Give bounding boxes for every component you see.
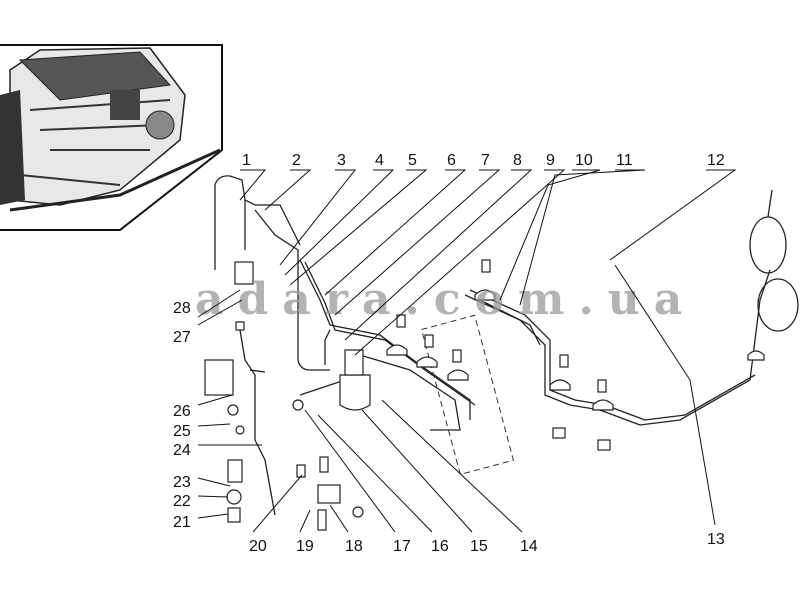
watermark: adara.com.ua bbox=[195, 274, 696, 325]
callout-7: 7 bbox=[481, 152, 490, 169]
callout-27: 27 bbox=[173, 329, 191, 346]
callout-15: 15 bbox=[470, 538, 488, 555]
fuel-tubes bbox=[214, 175, 799, 516]
parts bbox=[204, 259, 765, 531]
callout-13: 13 bbox=[707, 531, 725, 548]
leader-lines bbox=[197, 169, 737, 533]
callout-5: 5 bbox=[408, 152, 417, 169]
callout-24: 24 bbox=[173, 442, 191, 459]
callout-23: 23 bbox=[173, 474, 191, 491]
bolts bbox=[235, 259, 607, 393]
callout-11: 11 bbox=[616, 152, 633, 169]
callout-3: 3 bbox=[337, 152, 346, 169]
callout-22: 22 bbox=[173, 493, 191, 510]
callout-labels: 1 2 3 4 5 6 7 8 9 10 11 12 13 14 15 16 1… bbox=[173, 152, 725, 555]
callout-10: 10 bbox=[575, 152, 593, 169]
callout-4: 4 bbox=[375, 152, 384, 169]
callout-8: 8 bbox=[513, 152, 522, 169]
callout-25: 25 bbox=[173, 423, 191, 440]
callout-6: 6 bbox=[447, 152, 456, 169]
clamps bbox=[386, 289, 765, 451]
callout-21: 21 bbox=[173, 514, 191, 531]
callout-28: 28 bbox=[173, 300, 191, 317]
callout-12: 12 bbox=[707, 152, 725, 169]
callout-14: 14 bbox=[520, 538, 538, 555]
callout-2: 2 bbox=[292, 152, 301, 169]
callout-20: 20 bbox=[249, 538, 267, 555]
callout-17: 17 bbox=[393, 538, 411, 555]
callout-19: 19 bbox=[296, 538, 314, 555]
callout-1: 1 bbox=[242, 152, 251, 169]
callout-9: 9 bbox=[546, 152, 555, 169]
callout-26: 26 bbox=[173, 403, 191, 420]
callout-18: 18 bbox=[345, 538, 363, 555]
callout-16: 16 bbox=[431, 538, 449, 555]
engine-inset bbox=[0, 44, 223, 231]
